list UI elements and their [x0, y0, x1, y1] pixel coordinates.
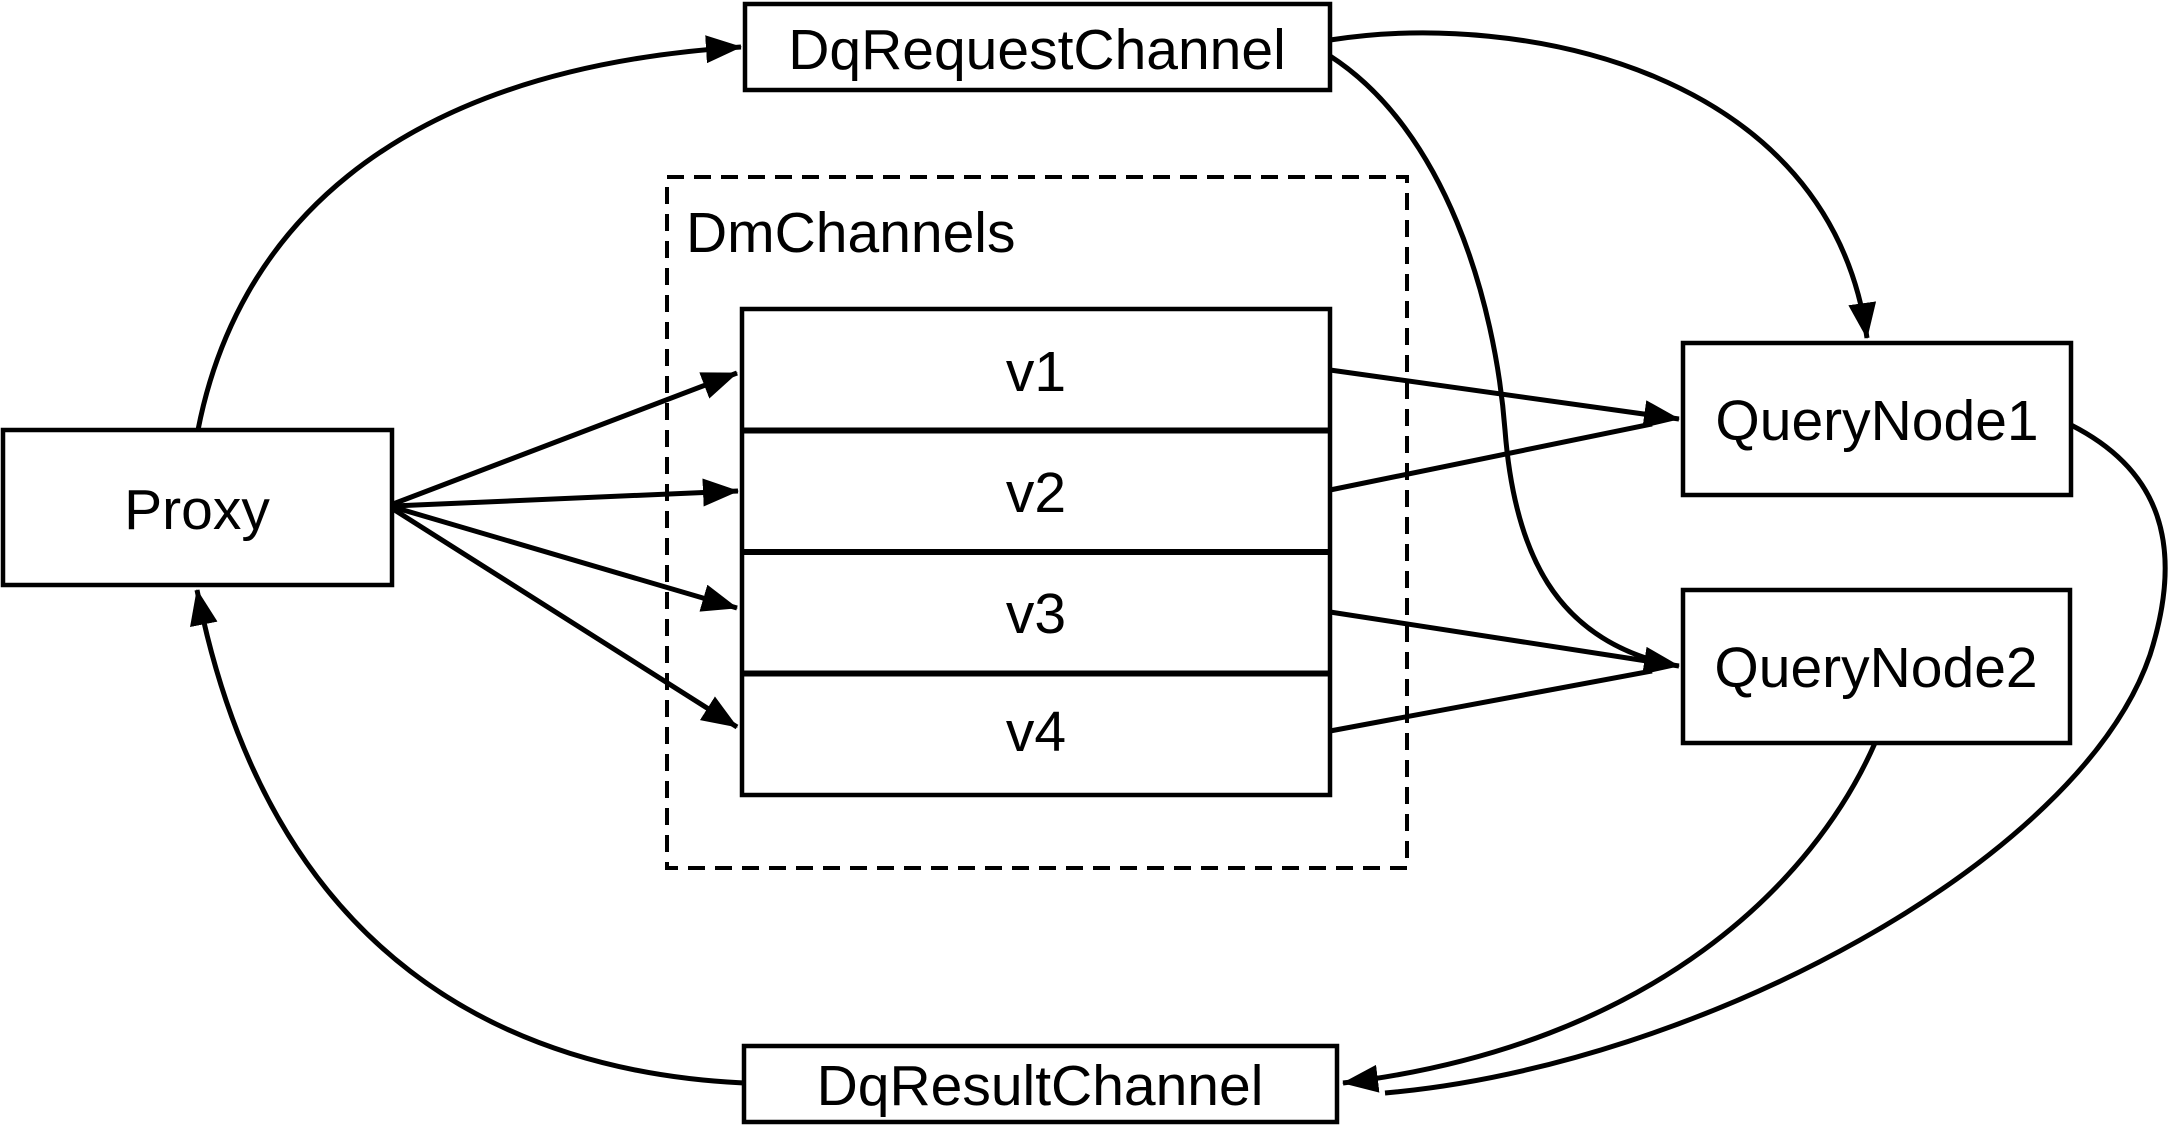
- edge-proxy-to-dqrequestchannel: [195, 35, 742, 431]
- edge-v1-to-querynode1: [1329, 367, 1680, 428]
- proxy-node: Proxy: [0, 427, 395, 588]
- querynode2-box: [1680, 587, 2073, 746]
- dqresultchannel-node: DqResultChannel: [741, 1043, 1340, 1125]
- edge-v4-to-querynode2: [1329, 668, 1653, 734]
- edge-proxy-to-v2: [392, 478, 739, 509]
- edge-proxy-to-v3: [392, 504, 738, 612]
- dm-channels-dashed-border: [665, 175, 1409, 870]
- edge-dqrequestchannel-to-querynode2: [1328, 53, 1653, 663]
- querynode2-label: QueryNode2: [1714, 636, 2037, 700]
- proxy-label: Proxy: [124, 478, 270, 542]
- querynode1-node: QueryNode1: [1680, 340, 2074, 498]
- edge-proxy-to-v4: [391, 506, 739, 730]
- dqresultchannel-box: [741, 1043, 1340, 1125]
- dm-channels-table: v1 v2 v3 v4: [739, 306, 1333, 798]
- channel-row-v1-label: v1: [1006, 340, 1066, 404]
- channel-row-v4-label: v4: [1006, 700, 1066, 764]
- querynode1-label: QueryNode1: [1715, 389, 2038, 453]
- edge-querynode1-to-dqresultchannel: [1384, 422, 2168, 1096]
- channel-row-v2-label: v2: [1006, 461, 1066, 525]
- edge-dqresultchannel-to-proxy: [190, 589, 745, 1086]
- edge-querynode2-to-dqresultchannel: [1342, 741, 1878, 1093]
- edge-dqrequestchannel-to-querynode1: [1329, 30, 1877, 339]
- dqrequestchannel-label: DqRequestChannel: [788, 18, 1286, 82]
- dqrequestchannel-box: [742, 1, 1333, 93]
- proxy-box: [0, 427, 395, 588]
- channel-row-v3-label: v3: [1006, 582, 1066, 646]
- dqrequestchannel-node: DqRequestChannel: [742, 1, 1333, 93]
- dm-channels-group: DmChannels v1 v2 v3 v4: [665, 175, 1409, 870]
- dm-channels-label: DmChannels: [686, 201, 1015, 265]
- querynode1-box: [1680, 340, 2074, 498]
- edge-v2-to-querynode1: [1329, 421, 1653, 493]
- edge-proxy-to-v1: [392, 370, 738, 507]
- edge-v3-to-querynode2: [1329, 609, 1680, 675]
- edges: [190, 30, 2168, 1096]
- querynode2-node: QueryNode2: [1680, 587, 2073, 746]
- dqresultchannel-label: DqResultChannel: [817, 1054, 1264, 1118]
